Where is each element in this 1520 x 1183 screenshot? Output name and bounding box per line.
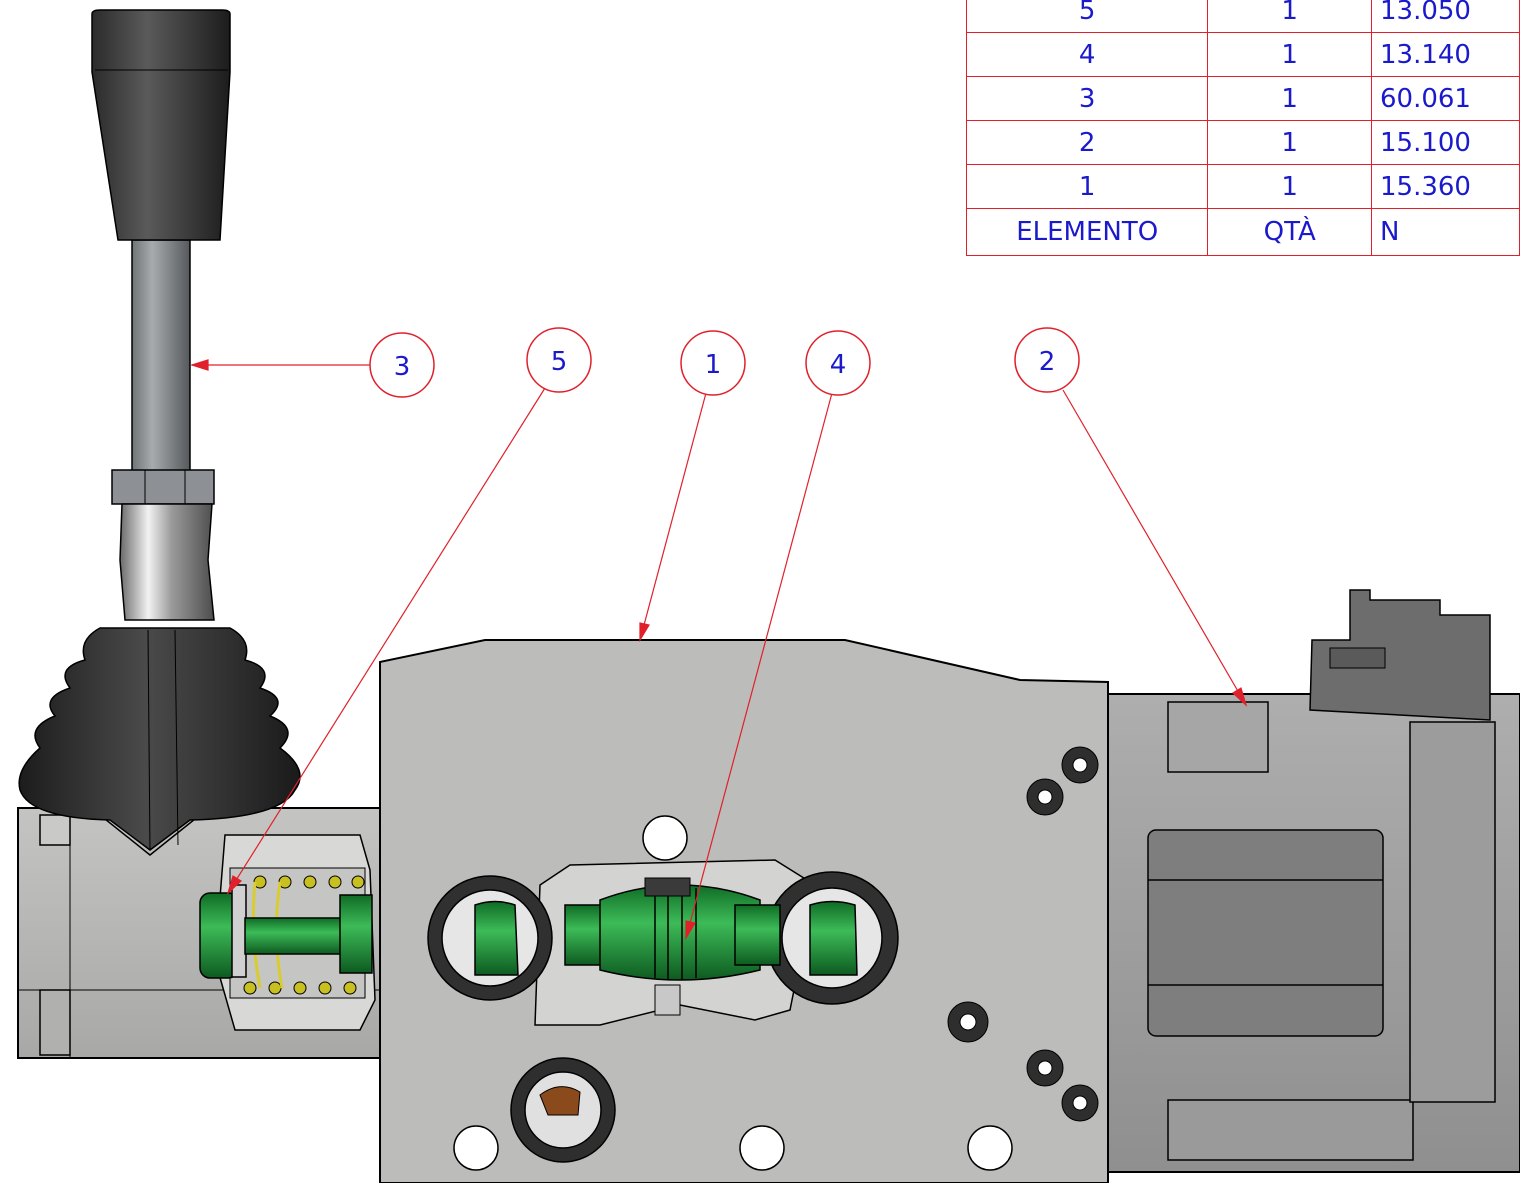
bom-code-cell: 13.140	[1371, 32, 1520, 77]
balloon-2: 2	[1014, 327, 1080, 393]
bom-qty-cell: 1	[1207, 164, 1372, 209]
bom-item-cell: 1	[965, 164, 1209, 209]
balloon-3: 3	[369, 332, 435, 398]
svg-text:1: 1	[705, 350, 722, 380]
bom-item-cell: 5	[965, 0, 1209, 33]
table-row: 3 1 60.061	[965, 76, 1520, 121]
table-row: 1 1 15.360	[965, 164, 1520, 209]
bill-of-materials-table: 5 1 13.050 4 1 13.140 3 1 60.061 2 1 15.…	[965, 0, 1520, 256]
balloon-1: 1	[680, 330, 746, 396]
bom-code-cell: 13.050	[1371, 0, 1520, 33]
bom-header-qty: QTÀ	[1207, 208, 1372, 256]
rubber-boot	[18, 627, 301, 851]
table-row: 2 1 15.100	[965, 120, 1520, 165]
table-row: 4 1 13.140	[965, 32, 1520, 77]
valve-body	[379, 639, 1109, 1183]
svg-text:4: 4	[830, 350, 847, 380]
bom-header-item: ELEMENTO	[965, 208, 1209, 256]
bom-qty-cell: 1	[1207, 76, 1372, 121]
bom-item-cell: 2	[965, 120, 1209, 165]
spring-cutaway	[199, 834, 376, 1031]
bom-item-cell: 3	[965, 76, 1209, 121]
bom-code-cell: 15.360	[1371, 164, 1520, 209]
right-module	[1107, 589, 1520, 1173]
table-row: 5 1 13.050	[965, 0, 1520, 33]
bom-qty-cell: 1	[1207, 0, 1372, 33]
bom-code-cell: 60.061	[1371, 76, 1520, 121]
balloon-5: 5	[526, 327, 592, 393]
svg-text:2: 2	[1039, 347, 1056, 377]
bom-qty-cell: 1	[1207, 120, 1372, 165]
bom-header-row: ELEMENTO QTÀ N	[965, 208, 1520, 256]
bom-code-cell: 15.100	[1371, 120, 1520, 165]
leader-lines	[189, 359, 1248, 941]
svg-text:5: 5	[551, 347, 568, 377]
lever-assembly	[91, 9, 231, 621]
svg-text:3: 3	[394, 352, 411, 382]
bom-item-cell: 4	[965, 32, 1209, 77]
bom-qty-cell: 1	[1207, 32, 1372, 77]
bom-header-code: N	[1371, 208, 1520, 256]
spool	[564, 877, 781, 1016]
balloon-4: 4	[805, 330, 871, 396]
